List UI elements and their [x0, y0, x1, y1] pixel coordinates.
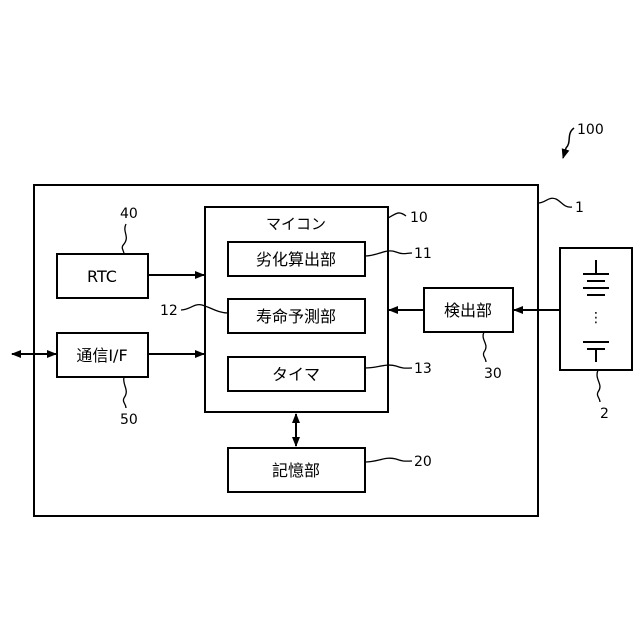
deterioration-calc-label: 劣化算出部 [256, 250, 336, 269]
comm-if-ref-label: 50 [120, 412, 138, 428]
battery-cell-top-icon [583, 260, 609, 295]
mcu-ref-leader [388, 213, 406, 218]
memory-label: 記憶部 [272, 461, 320, 480]
rtc-ref-label: 40 [120, 206, 138, 222]
memory-ref-label: 20 [414, 454, 432, 470]
memory-ref-leader [365, 458, 412, 462]
detector-ref-label: 30 [484, 366, 502, 382]
rtc-ref-leader [122, 224, 126, 254]
rtc-label: RTC [87, 267, 117, 286]
life-prediction-ref-label: 12 [160, 303, 178, 319]
battery-ellipsis: ⋮ [589, 310, 603, 326]
battery-cell-bottom-icon [583, 342, 609, 362]
deterioration-calc-ref-label: 11 [414, 246, 432, 262]
battery-ref-label: 2 [600, 406, 609, 422]
detector-label: 検出部 [444, 301, 492, 320]
mcu-ref-label: 10 [410, 210, 428, 226]
device-ref-leader [538, 198, 572, 207]
detector-ref-leader [483, 332, 486, 362]
system-ref-label: 100 [577, 122, 604, 138]
timer-ref-label: 13 [414, 361, 432, 377]
life-prediction-label: 寿命予測部 [256, 307, 336, 326]
comm-if-label: 通信I/F [76, 346, 127, 365]
system-ref-leader [563, 128, 574, 158]
comm-if-ref-leader [123, 377, 126, 408]
device-ref-label: 1 [575, 200, 584, 216]
timer-label: タイマ [272, 365, 320, 384]
battery-ref-leader [597, 370, 600, 402]
mcu-title: マイコン [266, 215, 326, 233]
